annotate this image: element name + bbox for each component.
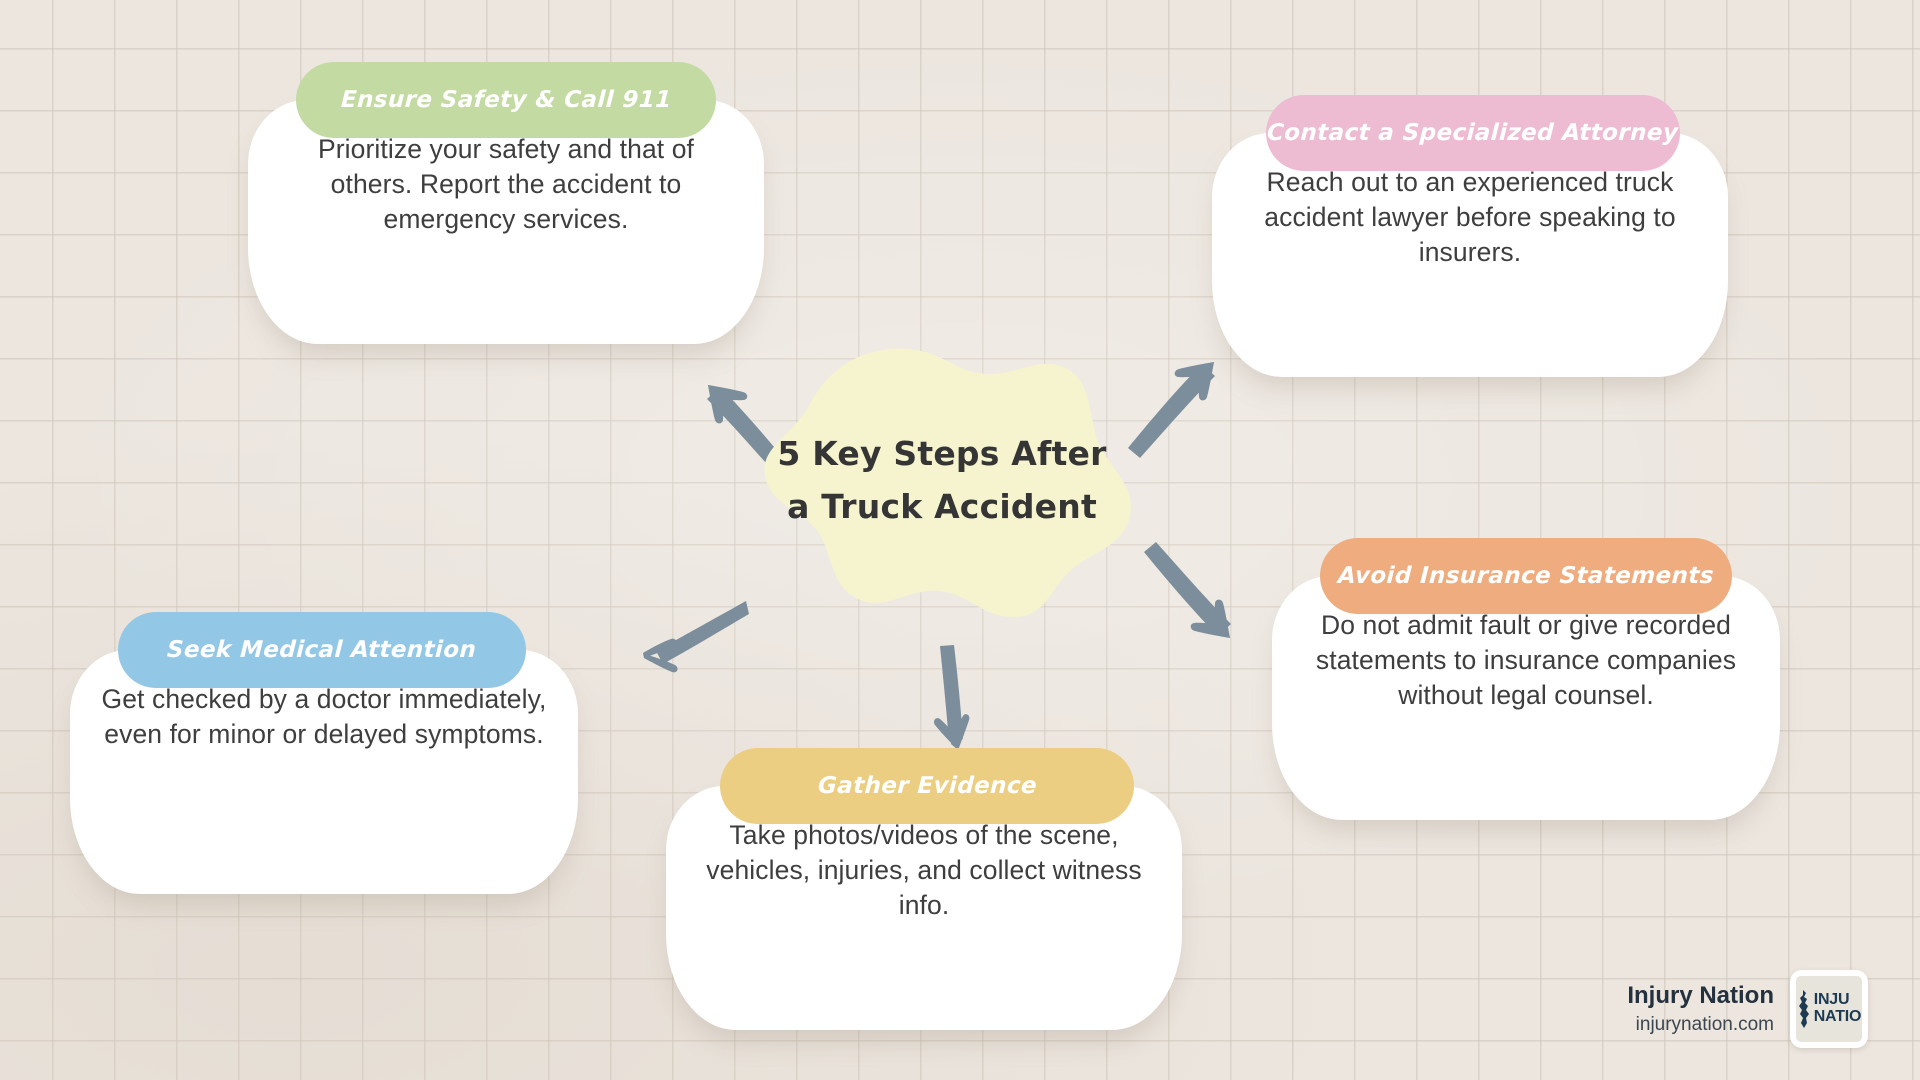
brand-logo[interactable]: INJU NATIO xyxy=(1790,970,1868,1048)
card-avoid-insurance-text: Do not admit fault or give recorded stat… xyxy=(1315,610,1737,710)
card-gather-evidence[interactable]: Gather Evidence Take photos/videos of th… xyxy=(666,748,1182,1030)
card-avoid-insurance-title: Avoid Insurance Statements xyxy=(1337,563,1715,589)
brand-text-block: Injury Nation injurynation.com xyxy=(1627,980,1774,1038)
brand-logo-line-1: INJU xyxy=(1813,991,1850,1009)
arrow-to-contact-attorney-icon xyxy=(1128,362,1215,458)
brand-logo-words: INJU NATIO xyxy=(1813,991,1862,1026)
card-gather-evidence-title: Gather Evidence xyxy=(816,773,1038,799)
card-seek-medical-text: Get checked by a doctor immediately, eve… xyxy=(101,684,547,749)
card-seek-medical-pill: Seek Medical Attention xyxy=(118,612,526,688)
card-seek-medical-title: Seek Medical Attention xyxy=(166,637,478,663)
arrow-to-seek-medical-icon xyxy=(643,601,749,673)
card-seek-medical[interactable]: Seek Medical Attention Get checked by a … xyxy=(70,612,578,894)
card-avoid-insurance[interactable]: Avoid Insurance Statements Do not admit … xyxy=(1272,538,1780,820)
card-ensure-safety-text: Prioritize your safety and that of other… xyxy=(317,134,695,234)
map-shape-icon xyxy=(1798,990,1809,1028)
arrow-to-avoid-insurance-icon xyxy=(1144,542,1231,638)
card-avoid-insurance-body xyxy=(1272,576,1780,820)
card-avoid-insurance-pill: Avoid Insurance Statements xyxy=(1320,538,1732,614)
card-gather-evidence-text: Take photos/videos of the scene, vehicle… xyxy=(706,820,1142,920)
brand-logo-inner: INJU NATIO xyxy=(1796,976,1862,1042)
center-blob-shape xyxy=(764,348,1131,618)
card-seek-medical-body xyxy=(70,650,578,894)
center-blob: 5 Key Steps After a Truck Accident xyxy=(748,340,1136,620)
card-contact-attorney-body xyxy=(1212,133,1728,377)
card-contact-attorney-text: Reach out to an experienced truck accide… xyxy=(1264,167,1676,267)
brand-name: Injury Nation xyxy=(1627,982,1774,1010)
arrow-to-gather-evidence-icon xyxy=(933,645,970,750)
card-contact-attorney-title: Contact a Specialized Attorney xyxy=(1266,120,1680,146)
card-ensure-safety-pill: Ensure Safety & Call 911 xyxy=(296,62,716,138)
card-ensure-safety[interactable]: Ensure Safety & Call 911 Prioritize your… xyxy=(248,62,764,344)
brand-url[interactable]: injurynation.com xyxy=(1635,1014,1774,1036)
card-gather-evidence-pill: Gather Evidence xyxy=(720,748,1134,824)
card-ensure-safety-title: Ensure Safety & Call 911 xyxy=(339,87,672,113)
brand-footer[interactable]: Injury Nation injurynation.com INJU NATI… xyxy=(1627,970,1868,1048)
card-contact-attorney[interactable]: Contact a Specialized Attorney Reach out… xyxy=(1212,95,1728,377)
card-gather-evidence-body xyxy=(666,786,1182,1030)
card-ensure-safety-body xyxy=(248,100,764,344)
brand-logo-line-2: NATIO xyxy=(1813,1008,1862,1025)
card-contact-attorney-pill: Contact a Specialized Attorney xyxy=(1266,95,1680,171)
